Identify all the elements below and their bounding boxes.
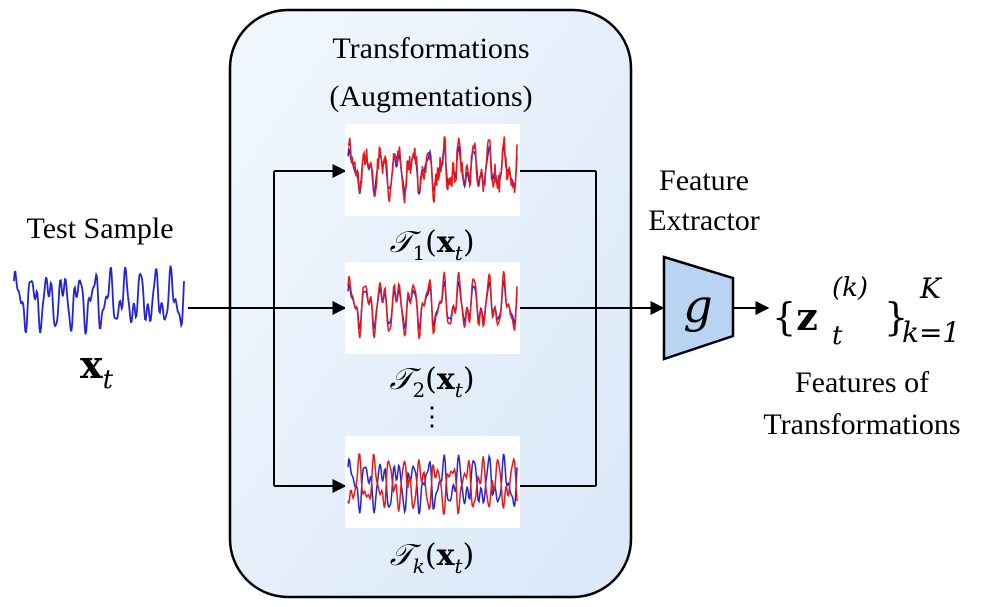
transform-k-augmented-line (347, 452, 518, 516)
transform-plot-2 (345, 262, 520, 354)
transform-k-arg: x (437, 538, 456, 573)
input-signal-plot (13, 265, 185, 335)
output-features-notation: {z (772, 294, 818, 339)
transform-ellipsis: ⋮ (419, 402, 445, 432)
transform-1-index: 1 (412, 241, 425, 265)
output-close-brace: } (884, 295, 908, 339)
output-open-brace: { (772, 295, 796, 339)
extractor-label-line1: Feature (659, 164, 749, 197)
output-caption-line2: Transformations (763, 408, 960, 441)
transform-1-arg-sub: t (455, 241, 464, 265)
extractor-label-line2: Extractor (648, 204, 760, 237)
transform-2-arg-sub: t (455, 378, 464, 402)
input-title: Test Sample (26, 212, 173, 245)
transform-k-index: k (413, 554, 425, 578)
input-symbol-subscript: t (103, 365, 114, 395)
connector-lines (188, 164, 770, 493)
output-subscript: t (832, 321, 843, 351)
transform-2-arg: x (437, 362, 456, 397)
feature-extractor-block (662, 255, 735, 361)
input-signal-line (13, 265, 185, 335)
transform-2-augmented-line (347, 271, 518, 339)
transform-1-arg: x (437, 225, 456, 260)
transform-label-1: 𝒯1(xt) (389, 225, 474, 265)
output-z: z (796, 294, 818, 339)
output-upper-limit: K (919, 272, 943, 305)
output-superscript: (k) (832, 273, 868, 303)
transform-k-original-line (347, 453, 518, 515)
transform-label-k: 𝒯k(xt) (390, 538, 474, 578)
input-symbol-base: x (80, 342, 103, 387)
extractor-symbol: g (683, 279, 712, 333)
input-symbol: xt (80, 342, 114, 395)
output-lower-limit: k=1 (902, 316, 960, 349)
output-caption-line1: Features of (795, 366, 929, 399)
transform-1-augmented-line (347, 136, 518, 204)
panel-title-line1: Transformations (332, 32, 529, 65)
panel-title-line2: (Augmentations) (329, 80, 532, 113)
transform-k-arg-sub: t (454, 554, 463, 578)
transform-plot-k (345, 436, 520, 528)
transform-2-index: 2 (412, 378, 425, 402)
transform-plot-1 (345, 124, 520, 216)
transform-label-2: 𝒯2(xt) (389, 362, 474, 402)
